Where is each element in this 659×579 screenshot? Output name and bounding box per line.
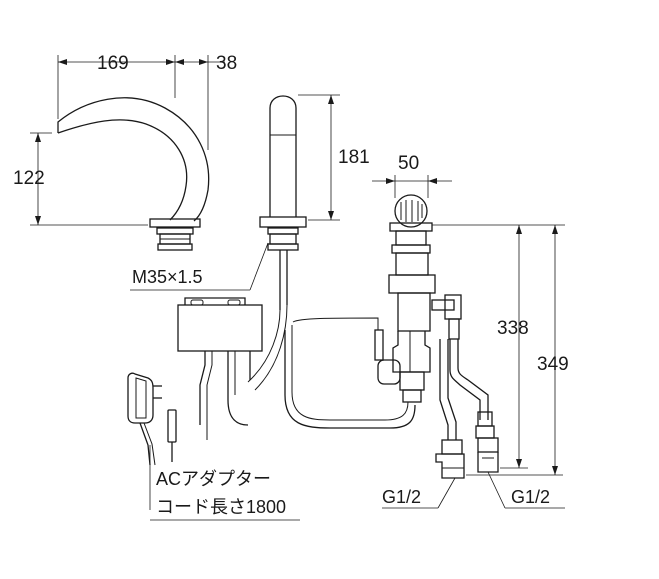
- valve-assembly: [388, 194, 436, 403]
- dim-181: 181: [338, 147, 370, 168]
- dim-valve-width: [372, 175, 452, 198]
- dim-body-height: [298, 94, 340, 221]
- thread-label: M35×1.5: [132, 267, 203, 287]
- body-column: [259, 95, 307, 310]
- inlet-leaders: [382, 471, 565, 509]
- control-box: [177, 297, 288, 440]
- adapter-label-line2: コード長さ1800: [156, 497, 287, 517]
- dim-38: 38: [216, 53, 238, 74]
- dim-122: 122: [13, 168, 45, 189]
- adapter-label-line1: ACアダプター: [156, 469, 272, 489]
- sensor-cable: [284, 317, 416, 429]
- adapter-leader: [149, 445, 300, 521]
- dim-349: 349: [537, 354, 569, 375]
- dim-spout-vertical: [30, 132, 148, 226]
- dim-338: 338: [497, 318, 529, 339]
- dim-50: 50: [398, 153, 420, 174]
- dim-spout-horizontal: [57, 55, 225, 150]
- dim-valve-heights: [432, 224, 565, 476]
- thread-leader: [130, 242, 269, 291]
- inlet-left-label: G1/2: [382, 487, 422, 507]
- spout-outline: [57, 97, 210, 251]
- dim-169: 169: [97, 53, 129, 74]
- supply-hoses: [431, 294, 499, 479]
- inlet-right-label: G1/2: [511, 487, 551, 507]
- ac-adapter: [127, 372, 177, 466]
